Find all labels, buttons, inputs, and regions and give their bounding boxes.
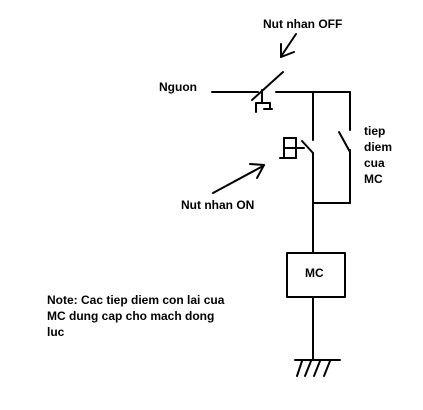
arrow-icon [212, 163, 265, 194]
note-line-2: MC dung cap cho mach dong [47, 309, 215, 323]
off-button-label: Nut nhan OFF [263, 17, 343, 31]
mc-box-label: MC [305, 266, 324, 280]
contact-label-line-2: diem [364, 140, 393, 154]
on-button-label: Nut nhan ON [181, 198, 255, 212]
contact-label-line-1: tiep [364, 124, 386, 138]
mc-box [286, 252, 346, 298]
note-line-3: luc [47, 325, 65, 339]
contact-label-line-4: MC [364, 172, 383, 186]
off-pushbutton-symbol [251, 71, 284, 113]
on-pushbutton-symbol [279, 137, 314, 159]
mc-contact-symbol [338, 131, 351, 153]
ground-symbol [294, 359, 341, 377]
arrow-icon [280, 33, 297, 58]
source-label: Nguon [159, 80, 197, 94]
contact-label-line-3: cua [364, 156, 385, 170]
note-line-1: Note: Cac tiep diem con lai cua [47, 293, 225, 307]
